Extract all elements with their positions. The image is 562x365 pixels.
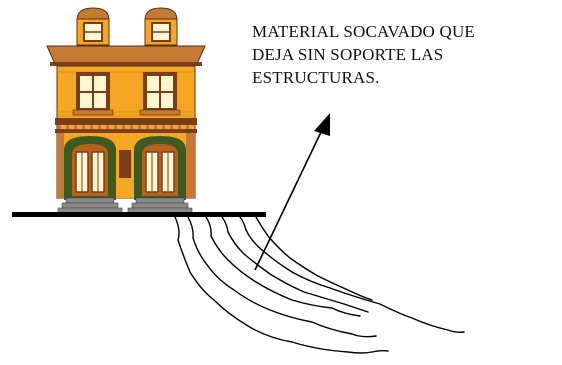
slope-layer-6 bbox=[255, 216, 373, 301]
annotation-line-2: DEJA SIN SOPORTE LAS bbox=[252, 45, 444, 64]
annotation-line-3: ESTRUCTURAS. bbox=[252, 68, 380, 87]
roof bbox=[46, 45, 206, 65]
slope-layer-2 bbox=[187, 216, 377, 338]
slope-layer-5 bbox=[239, 216, 465, 333]
entrance-right bbox=[134, 136, 186, 200]
eroded-slope bbox=[174, 216, 465, 354]
annotation-text: MATERIAL SOCAVADO QUE DEJA SIN SOPORTE L… bbox=[252, 20, 557, 89]
slope-layer-4 bbox=[221, 216, 369, 313]
slope-layer-1 bbox=[174, 216, 389, 354]
upper-window-right bbox=[139, 72, 181, 116]
entrance-left bbox=[64, 136, 116, 200]
dormer-right bbox=[144, 7, 178, 46]
arrow-up-right-icon bbox=[254, 113, 330, 271]
dormer-left bbox=[76, 7, 110, 46]
annotation-line-1: MATERIAL SOCAVADO QUE bbox=[252, 22, 476, 41]
ground-line bbox=[12, 212, 266, 217]
upper-window-left bbox=[72, 72, 114, 116]
house-icon bbox=[46, 7, 206, 214]
slope-layer-3 bbox=[205, 216, 361, 317]
steps bbox=[57, 197, 193, 214]
